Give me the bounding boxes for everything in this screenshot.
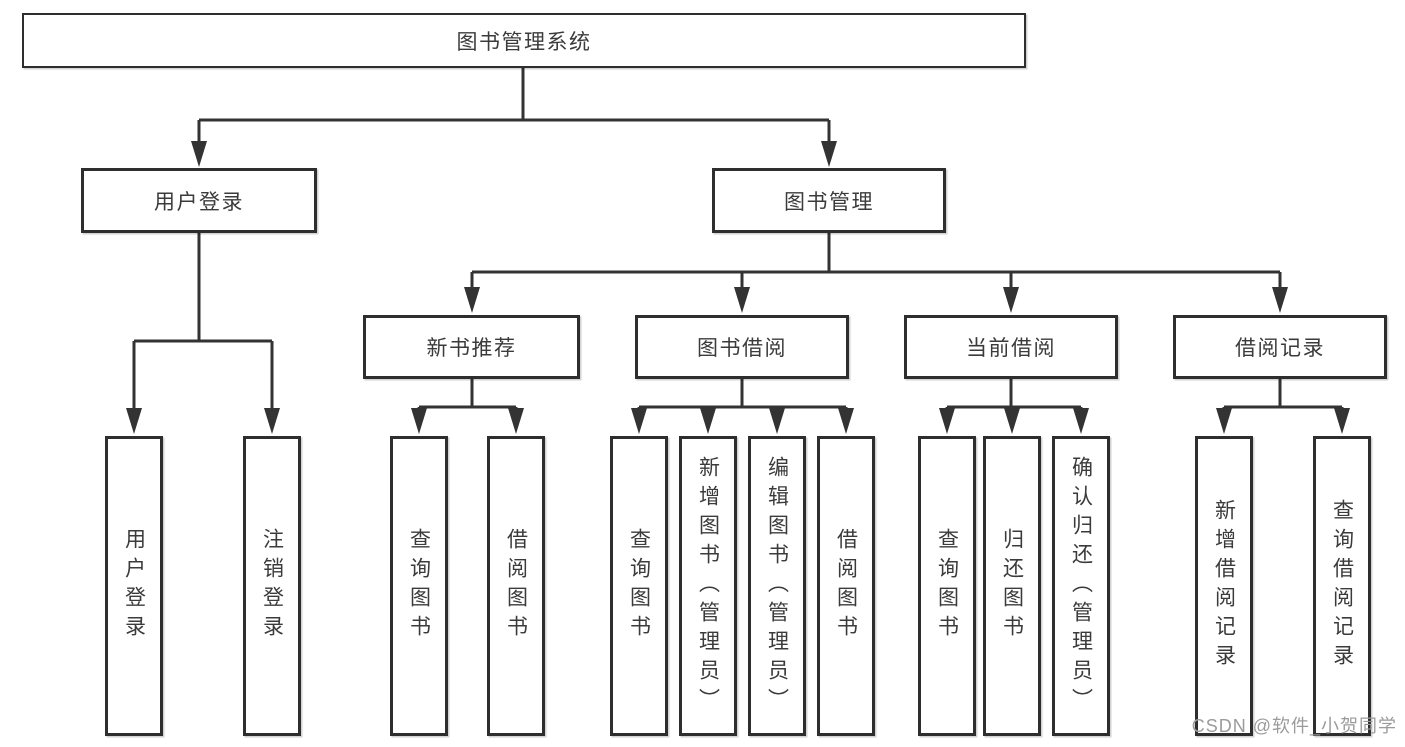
node-label: 借阅图书 (504, 528, 528, 644)
node-label: 注销登录 (260, 528, 284, 644)
arrow-down-icon (191, 141, 207, 167)
node-library-management-system: 图书管理系统 (22, 13, 1026, 68)
node-label: 新增借阅记录 (1212, 499, 1236, 673)
node-label: 图书管理 (784, 190, 874, 214)
node-label: 借阅记录 (1235, 337, 1325, 360)
leaf-add-borrow-record: 新增借阅记录 (1195, 436, 1253, 736)
arrow-down-icon (631, 408, 647, 434)
leaf-edit-book-admin: 编辑图书（管理员） (748, 436, 806, 736)
arrow-down-icon (1073, 408, 1089, 434)
node-user-login: 用户登录 (81, 168, 317, 233)
node-book-borrowing: 图书借阅 (635, 315, 849, 379)
arrow-down-icon (939, 408, 955, 434)
node-label: 用户登录 (154, 190, 244, 214)
leaf-user-login: 用户登录 (105, 436, 163, 736)
arrow-down-icon (700, 408, 716, 434)
arrow-down-icon (734, 287, 750, 313)
leaf-query-book-3: 查询图书 (918, 436, 976, 736)
leaf-return-book: 归还图书 (983, 436, 1041, 736)
arrow-down-icon (264, 408, 280, 434)
node-label: 编辑图书（管理员） (765, 455, 789, 717)
node-borrowing-records: 借阅记录 (1173, 315, 1387, 379)
watermark: CSDN @软件_小贺同学 (1191, 716, 1397, 736)
arrow-down-icon (126, 408, 142, 434)
node-book-management: 图书管理 (712, 168, 946, 233)
node-label: 图书管理系统 (456, 30, 592, 54)
node-label: 新增图书（管理员） (696, 455, 720, 717)
leaf-query-book-1: 查询图书 (390, 436, 448, 736)
arrow-down-icon (1272, 287, 1288, 313)
node-label: 查询图书 (627, 528, 651, 644)
arrow-down-icon (464, 287, 480, 313)
node-label: 查询借阅记录 (1330, 499, 1354, 673)
leaf-borrow-book-1: 借阅图书 (487, 436, 545, 736)
node-label: 归还图书 (1000, 528, 1024, 644)
arrowheads (126, 141, 1350, 434)
arrow-down-icon (508, 408, 524, 434)
arrow-down-icon (769, 408, 785, 434)
leaf-query-book-2: 查询图书 (610, 436, 668, 736)
node-label: 查询图书 (407, 528, 431, 644)
node-current-borrowing: 当前借阅 (904, 315, 1118, 379)
arrow-down-icon (1003, 287, 1019, 313)
arrow-down-icon (1216, 408, 1232, 434)
leaf-borrow-book-2: 借阅图书 (817, 436, 875, 736)
leaf-add-book-admin: 新增图书（管理员） (679, 436, 737, 736)
arrow-down-icon (838, 408, 854, 434)
leaf-logout: 注销登录 (243, 436, 301, 736)
node-label: 借阅图书 (834, 528, 858, 644)
node-label: 当前借阅 (966, 337, 1056, 360)
node-label: 用户登录 (122, 528, 146, 644)
arrow-down-icon (411, 408, 427, 434)
arrow-down-icon (1334, 408, 1350, 434)
node-label: 确认归还（管理员） (1069, 455, 1093, 717)
arrow-down-icon (821, 141, 837, 167)
node-label: 查询图书 (935, 528, 959, 644)
node-label: 图书借阅 (697, 337, 787, 360)
node-label: 新书推荐 (426, 337, 517, 360)
leaf-query-borrow-record: 查询借阅记录 (1313, 436, 1371, 736)
node-new-book-recommend: 新书推荐 (363, 315, 580, 379)
arrow-down-icon (1004, 408, 1020, 434)
leaf-confirm-return-admin: 确认归还（管理员） (1052, 436, 1110, 736)
